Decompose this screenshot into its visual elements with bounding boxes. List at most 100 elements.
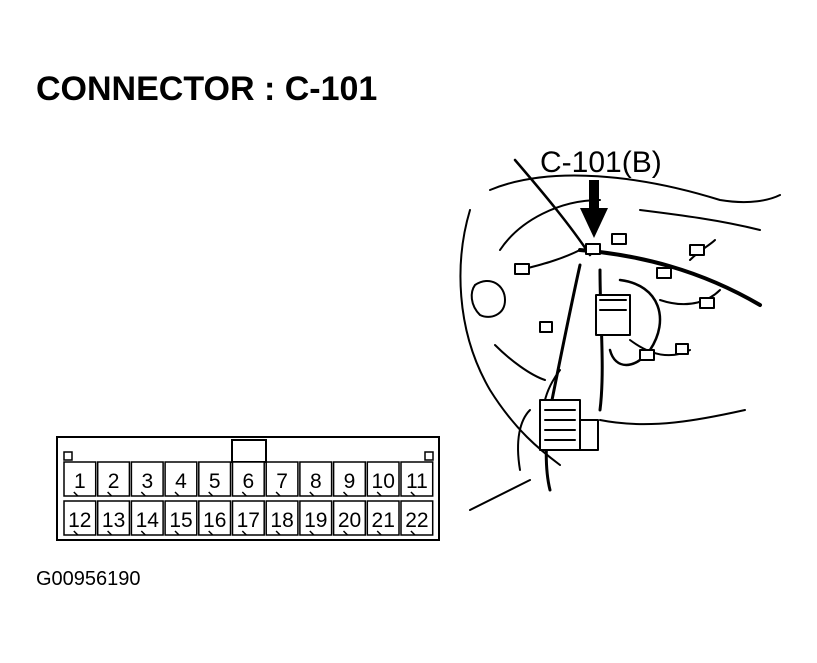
dashboard-curve-upper <box>489 174 781 204</box>
pin-cell: 4 <box>164 461 198 497</box>
wire-diagonal <box>513 158 592 257</box>
connector-block-b <box>611 233 627 245</box>
pin-number: 19 <box>304 509 327 532</box>
pin-latch-mark <box>410 491 416 497</box>
pin-cell: 3 <box>130 461 164 497</box>
pin-number: 18 <box>270 509 293 532</box>
pin-cell: 6 <box>231 461 265 497</box>
pin-latch-mark <box>342 491 349 497</box>
pin-cell: 17 <box>231 500 265 536</box>
connector-block-g <box>539 321 553 333</box>
page-title: CONNECTOR : C-101 <box>36 70 378 108</box>
pin-cell: 11 <box>400 461 434 497</box>
pin-latch-mark <box>241 530 247 536</box>
lower-edge <box>469 479 531 511</box>
pin-cavity <box>265 500 299 536</box>
pin-latch-mark <box>241 491 247 497</box>
pin-cavity <box>332 500 367 536</box>
pin-number: 7 <box>276 470 288 493</box>
pin-cavity <box>366 461 400 497</box>
connector-block-d <box>656 267 672 279</box>
dashboard-curve-lower <box>499 199 601 251</box>
pin-latch-mark <box>376 530 382 536</box>
pin-number: 11 <box>406 470 428 493</box>
pin-latch-mark <box>410 530 416 536</box>
pin-latch-mark <box>208 491 214 497</box>
pin-latch-mark <box>174 530 180 536</box>
relay-block-detail <box>599 299 627 311</box>
harness-drop-b <box>598 268 604 412</box>
pin-latch-mark <box>309 491 315 497</box>
down-arrow-icon <box>580 180 608 238</box>
pin-cavity <box>231 461 265 497</box>
dashboard-inner-curve <box>639 209 761 231</box>
pin-number: 8 <box>310 470 322 493</box>
connector-block-c <box>514 263 530 275</box>
pin-latch-mark <box>275 530 281 536</box>
pin-cell: 13 <box>96 500 131 536</box>
pin-cell: 5 <box>198 461 232 497</box>
pin-cavity <box>400 500 434 536</box>
lower-connector-cluster <box>539 399 581 451</box>
pin-cell: 1 <box>63 461 97 497</box>
pin-cavity <box>63 461 97 497</box>
pin-number: 16 <box>203 509 226 532</box>
pin-number: 10 <box>372 470 395 493</box>
panel-curve <box>494 344 546 381</box>
pin-latch-mark <box>309 530 315 536</box>
connector-block-a <box>585 243 601 255</box>
pin-number: 4 <box>175 470 187 493</box>
pin-number: 12 <box>68 509 91 532</box>
pin-cell: 12 <box>63 500 97 536</box>
pin-cavity <box>400 461 434 497</box>
pin-cavity <box>164 461 198 497</box>
pin-number: 13 <box>102 509 125 532</box>
vent-outline <box>470 280 506 318</box>
pin-cell: 20 <box>332 500 367 536</box>
pin-cavity <box>96 500 131 536</box>
pin-cavity <box>299 500 333 536</box>
pin-cell: 14 <box>130 500 164 536</box>
pin-cell: 2 <box>96 461 131 497</box>
pin-number: 14 <box>136 509 160 532</box>
dashboard-outline <box>459 209 561 466</box>
pin-cell: 9 <box>332 461 367 497</box>
pin-latch-mark <box>73 491 79 497</box>
pin-number: 1 <box>74 470 86 493</box>
pin-cavity <box>198 461 232 497</box>
lower-connector-side <box>579 419 599 451</box>
pin-number: 21 <box>372 509 395 532</box>
pin-number: 22 <box>405 509 428 532</box>
lower-connector-detail <box>544 409 576 441</box>
pin-number: 20 <box>338 509 361 532</box>
pin-number: 17 <box>237 509 260 532</box>
pin-latch-mark <box>107 491 113 497</box>
pin-cell: 16 <box>198 500 232 536</box>
pin-latch-mark <box>140 491 146 497</box>
connector-block-e <box>689 244 705 256</box>
pin-number: 2 <box>108 470 120 493</box>
harness-main <box>578 248 762 307</box>
pin-cell: 7 <box>265 461 299 497</box>
pin-number: 9 <box>344 470 356 493</box>
pin-latch-mark <box>174 491 180 497</box>
pin-cell: 15 <box>164 500 198 536</box>
connector-block-f <box>699 297 715 309</box>
pin-cell: 8 <box>299 461 333 497</box>
harness-drop-a <box>544 263 582 492</box>
column-line-a <box>517 409 531 471</box>
pin-cavity <box>366 500 400 536</box>
pin-cell: 22 <box>400 500 434 536</box>
pin-latch-mark <box>376 491 382 497</box>
pin-cavity <box>299 461 333 497</box>
relay-block <box>595 294 631 336</box>
pin-cavity <box>231 500 265 536</box>
pin-cavity <box>130 500 164 536</box>
connector-corner-tab-right <box>424 451 434 461</box>
pin-cavity <box>198 500 232 536</box>
pin-cell: 10 <box>366 461 400 497</box>
pin-latch-mark <box>275 491 281 497</box>
pin-latch-mark <box>208 530 214 536</box>
